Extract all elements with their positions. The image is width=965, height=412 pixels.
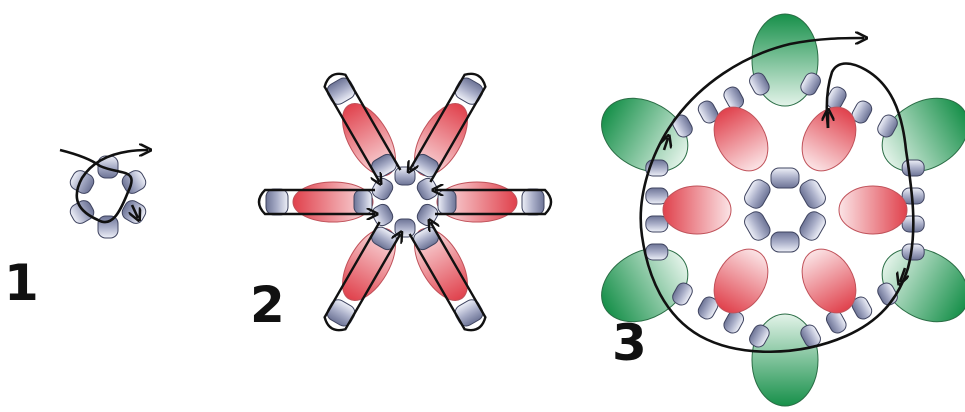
red-drop-bead (838, 185, 908, 235)
seed-bead (851, 100, 873, 124)
seed-bead (326, 77, 356, 105)
green-drop-bead (601, 97, 689, 173)
thread-loop (408, 222, 487, 332)
seed-bead (749, 324, 770, 348)
thread-loop (257, 188, 375, 214)
seed-bead (97, 215, 119, 239)
seed-bead (521, 188, 545, 216)
step-1-thread-tail (132, 204, 138, 218)
seed-bead (394, 218, 416, 238)
red-drop-bead (801, 248, 857, 314)
red-drop-bead (414, 227, 468, 301)
seed-bead (770, 167, 800, 189)
step-1-label: 1 (4, 254, 39, 312)
step-2-center-ring (371, 166, 439, 238)
seed-bead (645, 215, 669, 233)
seed-bead (672, 282, 693, 306)
seed-bead (437, 189, 457, 215)
step-1-thread (59, 150, 148, 224)
red-drop-bead (342, 103, 396, 177)
seed-bead (394, 166, 416, 186)
step-3-thread-arrow-right (900, 267, 905, 282)
red-drop-bead (342, 227, 396, 301)
seed-bead (749, 72, 770, 96)
step-3-label: 3 (612, 314, 647, 372)
seed-bead (800, 72, 821, 96)
green-drop-bead (881, 247, 965, 323)
seed-bead (697, 296, 719, 320)
red-drop-bead (713, 248, 769, 314)
seed-bead (265, 188, 289, 216)
step-1-diagram (59, 150, 149, 239)
red-drop-bead (292, 181, 374, 223)
thread-loop (323, 72, 402, 182)
seed-bead (799, 179, 826, 209)
seed-bead (744, 179, 771, 209)
seed-bead (353, 189, 373, 215)
seed-bead (69, 170, 95, 194)
step-3-red-beads (662, 106, 908, 314)
step-3-diagram (601, 13, 965, 407)
step-3-thread (639, 38, 915, 354)
step-3-outer-seed-ring (645, 72, 925, 348)
seed-bead (901, 159, 925, 177)
seed-bead (697, 100, 719, 124)
seed-bead (454, 77, 484, 105)
step-3-thread-arrow-left (664, 138, 668, 151)
thread-loop (323, 221, 401, 332)
step-3-center-beads (744, 167, 826, 253)
seed-bead (877, 114, 898, 138)
red-drop-bead (801, 106, 857, 172)
seed-bead (645, 187, 669, 205)
step-2-petals (265, 77, 545, 327)
step-2-label: 2 (250, 276, 285, 334)
red-drop-bead (662, 185, 732, 235)
seed-bead (645, 243, 669, 261)
seed-bead (121, 170, 147, 194)
seed-bead (770, 231, 800, 253)
seed-bead (326, 299, 356, 327)
red-drop-bead (414, 103, 468, 177)
green-drop-bead (881, 97, 965, 173)
seed-bead (454, 299, 484, 327)
step-2-thread (257, 72, 553, 332)
step-1-seed-ring (69, 155, 147, 239)
step-2-diagram (257, 72, 553, 332)
seed-bead (851, 296, 873, 320)
seed-bead (744, 211, 771, 241)
red-drop-bead (713, 106, 769, 172)
thread-loop (435, 190, 553, 216)
seed-bead (799, 211, 826, 241)
red-drop-bead (436, 181, 518, 223)
thread-loop (410, 72, 487, 183)
seed-bead (69, 200, 95, 224)
